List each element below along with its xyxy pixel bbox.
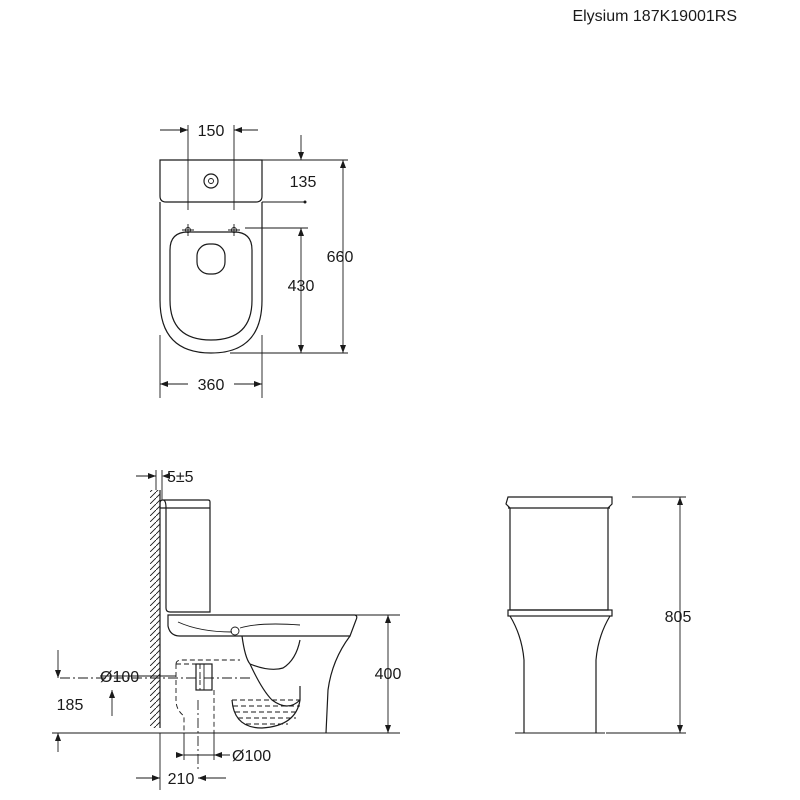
wall-hatch	[150, 490, 160, 728]
trap-side	[249, 639, 301, 670]
side-view: 5±5 Ø100 185 400 Ø100 210	[52, 469, 401, 790]
seat-fixing-left-icon	[182, 224, 194, 236]
tank-fitting-outer	[203, 173, 219, 189]
seat-outline	[169, 231, 253, 341]
seat-fixing-right-icon	[228, 224, 240, 236]
bowl-opening	[196, 243, 226, 275]
dim-360: 360	[198, 377, 225, 394]
tank-side	[162, 499, 211, 613]
bowl-outline	[159, 202, 263, 354]
pedestal-side	[325, 635, 351, 734]
dim-135: 135	[290, 174, 317, 191]
dim-185: 185	[57, 697, 84, 714]
pedestal-front	[509, 615, 611, 733]
dim-210: 210	[168, 771, 195, 788]
seat-front	[507, 609, 613, 617]
dim-400: 400	[375, 666, 402, 683]
tank-fitting-inner	[208, 178, 214, 184]
dim-660: 660	[327, 249, 354, 266]
product-title: Elysium 187K19001RS	[572, 8, 737, 25]
outlet-duct	[175, 659, 240, 733]
bowl-rim-side	[167, 614, 358, 637]
front-view: 805	[505, 496, 692, 734]
dim-d100-outlet: Ø100	[232, 748, 271, 765]
dim-430: 430	[288, 278, 315, 295]
dim-d100-inlet: Ø100	[100, 669, 139, 686]
tank-outline	[159, 159, 263, 203]
dim-5pm5: 5±5	[167, 469, 194, 486]
dim-805: 805	[665, 609, 692, 626]
top-view: 150 135 430 660 360	[159, 123, 354, 398]
trap-water	[232, 699, 300, 725]
tank-front	[505, 496, 613, 611]
dim-150: 150	[198, 123, 225, 140]
